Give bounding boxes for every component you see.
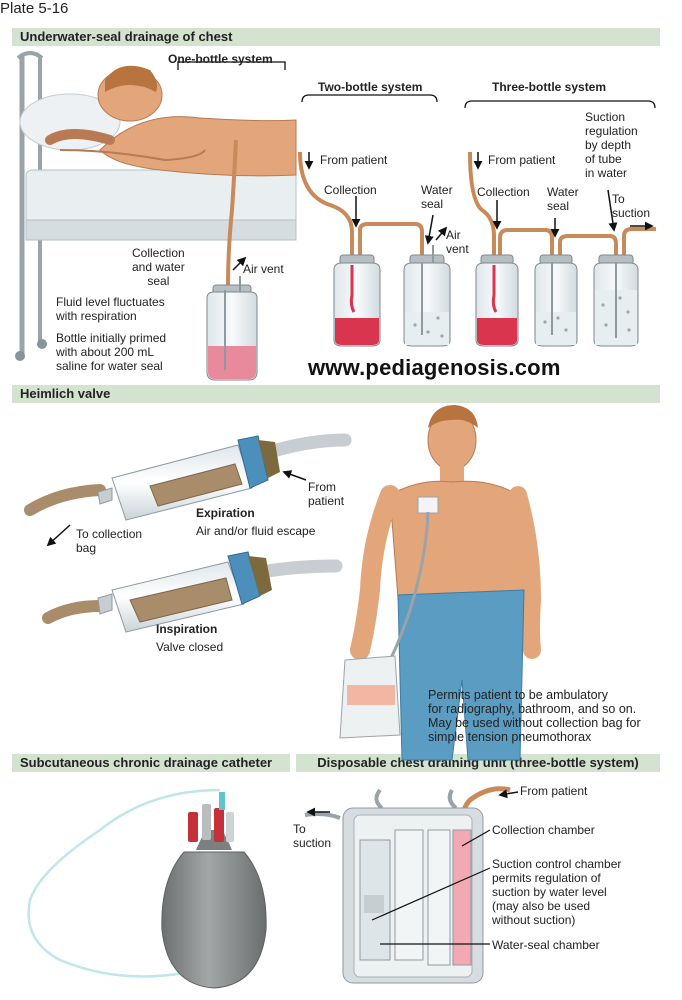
plate-number: Plate 5-16 <box>0 0 69 17</box>
heimlich-valve-expiration <box>24 433 352 521</box>
two-bottle-connector-tube <box>358 222 424 255</box>
two-bottle-water-seal-arrow <box>424 214 434 245</box>
inspiration-title: Inspiration <box>156 622 218 636</box>
two-bottle-from-patient-label: From patient <box>320 153 388 167</box>
three-bottle-suction-tube <box>622 227 656 255</box>
patient-in-bed-illustration <box>15 51 297 361</box>
two-bottle-title: Two-bottle system <box>318 80 423 94</box>
heimlich-to-collection-arrow <box>46 524 71 547</box>
one-bottle-air-vent-label: Air vent <box>243 262 284 276</box>
expiration-title: Expiration <box>196 506 255 520</box>
collection-chamber-label: Collection chamber <box>492 823 595 837</box>
heimlich-valve-inspiration <box>42 551 343 633</box>
collection-chamber-leader <box>461 829 491 847</box>
two-bottle-collection-label: Collection <box>324 183 377 197</box>
watermark-url: www.pediagenosis.com <box>308 355 561 380</box>
one-bottle-tube <box>226 139 238 286</box>
three-bottle-water-seal-bottle <box>534 254 578 347</box>
subcutaneous-catheter-illustration <box>27 788 267 989</box>
two-bottle-bracket <box>301 94 438 103</box>
three-bottle-bracket <box>464 100 656 109</box>
three-bottle-suction-control-bottle <box>593 254 639 347</box>
expiration-description: Air and/or fluid escape <box>196 524 316 538</box>
three-bottle-connector-tube-1 <box>498 228 554 255</box>
three-bottle-connector-tube-2 <box>558 234 618 255</box>
disposable-from-patient-arrow <box>498 789 519 799</box>
disposable-from-patient-label: From patient <box>520 784 588 798</box>
disposable-unit-illustration <box>304 786 511 984</box>
three-bottle-suction-reg-arrow <box>607 189 618 232</box>
three-bottle-title: Three-bottle system <box>492 80 607 94</box>
three-bottle-collection-bottle <box>475 254 519 347</box>
ambulatory-patient-illustration <box>339 405 542 761</box>
one-bottle-bracket <box>177 61 286 70</box>
one-bottle-air-vent-arrow <box>232 256 247 271</box>
three-bottle-inlet-tube <box>468 151 496 255</box>
two-bottle-air-vent-arrow <box>435 226 448 241</box>
water-seal-chamber-label: Water-seal chamber <box>492 938 600 952</box>
section-heimlich-valve: Heimlich valve <box>12 385 660 403</box>
suction-control-leader <box>371 867 491 921</box>
three-bottle-from-patient-label: From patient <box>488 153 556 167</box>
heimlich-from-patient-arrow <box>282 470 307 481</box>
section-disposable-unit: Disposable chest draining unit (three-bo… <box>296 754 660 772</box>
one-bottle-title: One-bottle system <box>168 52 273 66</box>
one-bottle-bottle <box>206 276 258 381</box>
three-bottle-collection-label: Collection <box>477 185 530 199</box>
two-bottle-inlet-tube <box>298 151 354 255</box>
two-bottle-collection-bottle <box>333 254 381 347</box>
section-underwater-seal: Underwater-seal drainage of chest <box>12 28 660 46</box>
section-subcutaneous-catheter: Subcutaneous chronic drainage catheter <box>12 754 290 772</box>
inspiration-description: Valve closed <box>156 640 224 654</box>
two-bottle-water-seal-bottle <box>403 245 451 347</box>
